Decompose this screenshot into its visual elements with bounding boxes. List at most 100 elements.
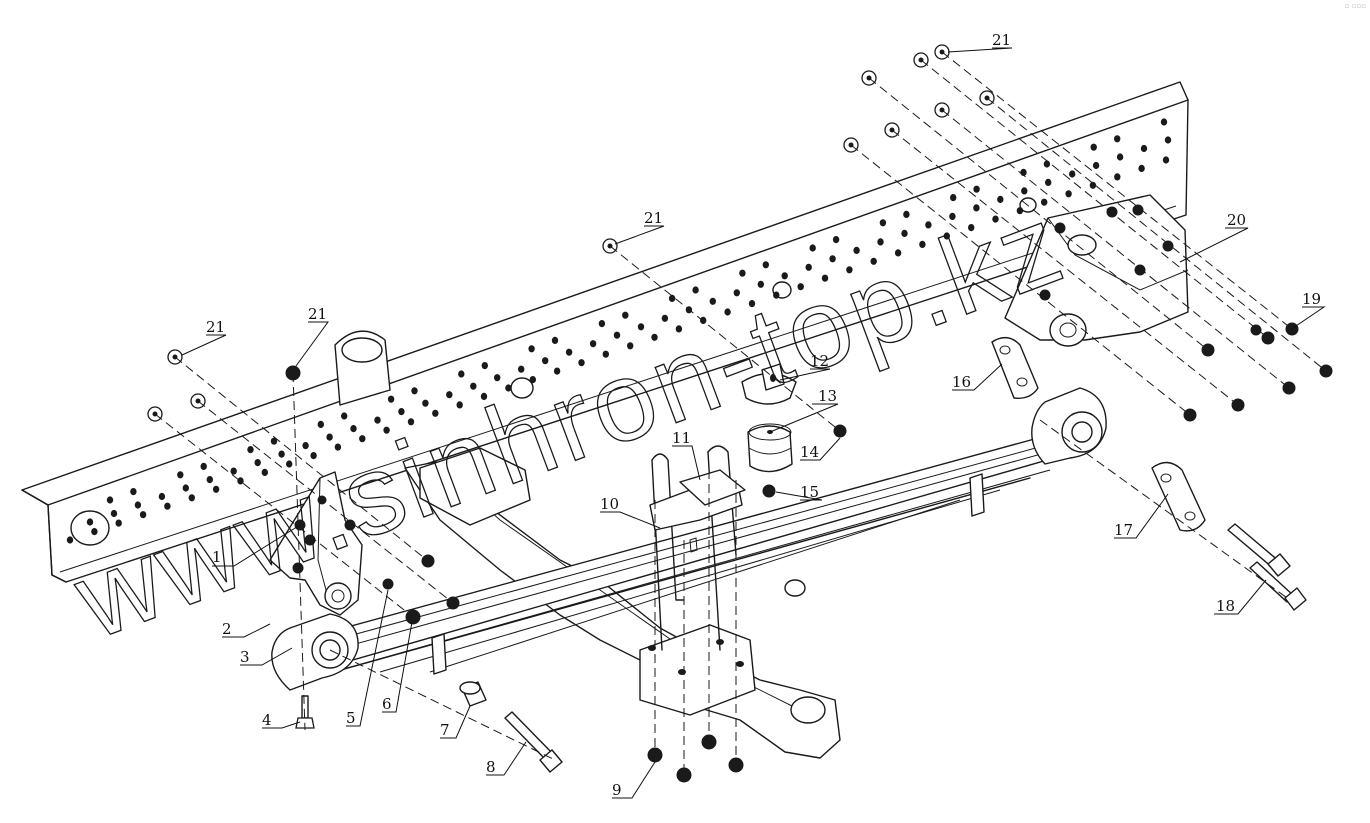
rail-hole [494,374,501,382]
assembly-lines [154,51,1327,775]
callout-3: 3 [240,648,250,666]
rail-hole [1164,136,1172,144]
callout-21-left: 21 [206,318,225,336]
rail-hole [1089,181,1097,189]
rail-hole [182,484,189,492]
rail-hole [853,246,860,254]
callout-6: 6 [382,695,392,713]
rail-hole [797,283,804,291]
rail-hole [1090,143,1097,151]
rail-hole [748,300,756,308]
rail-hole [326,433,333,441]
rail-hole [950,194,957,202]
rail-hole [675,325,683,333]
rail-hole [829,255,836,263]
frame-rail [21,81,1189,583]
rail-hole [578,359,585,367]
rail-hole [518,365,525,373]
callout-labels: 1 2 3 4 5 6 7 8 9 10 11 12 13 14 15 16 1… [206,31,1321,799]
rail-hole [733,289,740,297]
rail-hole [1069,170,1076,178]
rail-hole [302,442,309,450]
rail-hole [622,311,629,319]
callout-10: 10 [600,495,619,513]
rail-hole [230,467,237,475]
callout-leaders [181,47,1326,799]
callout-15: 15 [800,483,819,501]
rail-hole [757,280,764,288]
rail-hole [668,294,676,302]
callout-11: 11 [672,429,691,447]
rail-hole [877,238,884,246]
rail-hole [310,452,317,460]
rail-hole [278,450,285,458]
rail-hole [387,395,395,403]
callout-13: 13 [818,387,837,405]
rear-spring-eye [1031,387,1107,465]
rail-hole [565,348,573,356]
rail-hole [925,221,932,229]
rail-hole [528,345,535,353]
rail-hole [261,468,268,476]
callout-14: 14 [800,443,819,461]
rail-hole [973,204,980,212]
rail-hole [997,195,1004,203]
rail-hole [374,416,381,424]
rail-hole [164,502,171,510]
rail-hole [553,367,561,375]
rail-hole [350,425,357,433]
rail-hole [130,488,137,496]
callout-4: 4 [262,711,272,729]
rail-hole [846,266,853,274]
rail-hole [637,323,645,331]
callout-21-front: 21 [308,305,327,323]
front-hanger-bracket [269,471,363,616]
rail-hole [709,297,716,305]
rail-hole [901,229,908,237]
rail-hole [115,519,122,527]
callout-20: 20 [1227,211,1246,229]
rail-hole [949,212,956,220]
rail-hole [661,314,669,322]
rail-hole [254,459,261,467]
rail-hole [1043,160,1051,168]
callout-1: 1 [212,548,222,566]
rail-hole [237,477,244,485]
rail-hole [919,240,926,248]
rail-hole [809,244,816,252]
rail-hole [446,391,453,399]
callout-5: 5 [346,709,356,727]
rail-hole [1041,198,1048,206]
rail-hole [286,460,293,468]
rail-hole [481,362,488,370]
rail-hole [805,263,812,271]
callout-19: 19 [1302,290,1321,308]
rail-hole [334,443,342,451]
rail-hole [1162,156,1170,164]
rail-hole [247,446,254,454]
callout-9: 9 [612,781,622,799]
rail-hole [341,412,348,420]
rail-hole [589,340,597,348]
rail-hole [422,399,429,407]
rail-hole [832,236,840,244]
rail-hole [1140,144,1148,153]
rail-hole [359,435,366,443]
bump-stop [741,363,797,473]
rail-hole [1016,207,1024,215]
rail-hole [1092,161,1100,170]
rail-hole [762,261,769,269]
rail-hole [317,420,324,428]
rail-hole [821,274,829,282]
rail-hole [773,291,780,299]
rail-hole [992,215,999,223]
rail-hole [692,286,699,294]
callout-17: 17 [1114,521,1133,539]
rail-hole [724,308,731,316]
rail-hole [91,528,98,536]
rail-hole [1116,153,1124,161]
rail-hole [383,426,390,434]
rail-hole [177,471,184,479]
rail-hole [188,494,195,502]
